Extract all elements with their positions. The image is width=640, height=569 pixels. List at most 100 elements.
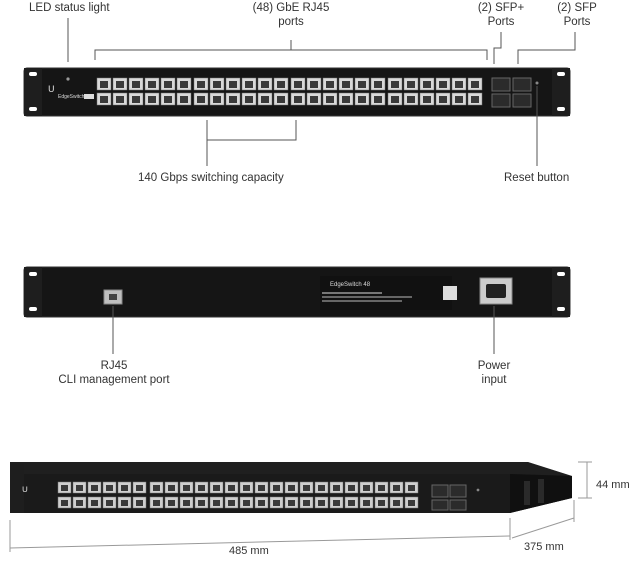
rj45-port-jack (136, 485, 143, 491)
rj45-port-jack (153, 485, 160, 491)
rear-rack-ear-right (552, 267, 570, 317)
front-view: ᑌ EdgeSwitch 48 (23, 67, 571, 117)
sfp-plus-cage-1 (491, 77, 511, 92)
rj45-port-jack (471, 81, 479, 88)
rj45-port-jack (391, 81, 399, 88)
rj45-port-jack (180, 81, 188, 88)
callout-power-input: Power input (477, 360, 511, 386)
rj45-port-jack (455, 81, 463, 88)
rj45-port-jack (393, 485, 400, 491)
rj45-port-jack (273, 485, 280, 491)
side-vent (524, 481, 530, 505)
rj45-port-jack (358, 96, 366, 103)
rj45-port-jack (333, 500, 340, 506)
rj45-port-jack (303, 500, 310, 506)
angled-sfp-cage (431, 484, 449, 498)
ubiquiti-logo-icon: ᑌ (48, 85, 55, 95)
rj45-port-jack (148, 81, 156, 88)
callout-rj45-ports: (48) GbE RJ45 ports (252, 2, 330, 28)
front-rack-ear-left (24, 68, 42, 116)
rj45-port-jack (243, 485, 250, 491)
rj45-port-jack (228, 500, 235, 506)
rack-hole (557, 107, 565, 111)
rack-hole (29, 72, 37, 76)
rj45-port-jack (121, 500, 128, 506)
rj45-port-jack (310, 81, 318, 88)
callout-sfp-plus-ports: (2) SFP+ Ports (477, 2, 525, 28)
rj45-port-jack (378, 500, 385, 506)
rj45-port-jack (164, 81, 172, 88)
rj45-port-jack (273, 500, 280, 506)
sfp-plus-cage-2 (491, 93, 511, 108)
leader-lines (67, 18, 576, 354)
angled-rj45-ports (57, 481, 419, 509)
rj45-port-jack (408, 485, 415, 491)
rj45-port-jack (288, 500, 295, 506)
rj45-port-jack (61, 485, 68, 491)
angled-sfp-cage (449, 499, 467, 511)
power-socket (486, 284, 506, 298)
leader-sfp-plus (493, 32, 502, 64)
rj45-port-jack (228, 485, 235, 491)
rj45-port-jack (261, 81, 269, 88)
rj45-port-jack (455, 96, 463, 103)
rj45-port-jack (164, 96, 172, 103)
rj45-port-jack (198, 500, 205, 506)
rack-hole (557, 272, 565, 276)
rj45-port-jack (116, 81, 124, 88)
rj45-port-jack (180, 96, 188, 103)
rj45-port-jack (342, 81, 350, 88)
rj45-port-jack (245, 81, 253, 88)
rj45-port-jack (198, 485, 205, 491)
front-chassis (23, 67, 571, 117)
sfp-cage-1 (512, 77, 532, 92)
dimension-width: 485 mm (229, 545, 269, 557)
rj45-port-jack (423, 96, 431, 103)
rj45-port-jack (258, 500, 265, 506)
rj45-port-jack (407, 96, 415, 103)
dimension-depth: 375 mm (524, 541, 564, 553)
rj45-port-jack (393, 500, 400, 506)
front-model-badge (84, 94, 94, 99)
rj45-port-jack (374, 96, 382, 103)
angled-chassis-top (10, 462, 572, 476)
dim-depth-line (511, 517, 575, 539)
angled-reset-button (476, 488, 480, 492)
leader-sfp (517, 32, 576, 64)
callout-console-port: RJ45 CLI management port (58, 360, 170, 386)
angled-sfp-cage (431, 499, 449, 511)
angled-sfp-cage (449, 484, 467, 498)
rj45-port-jack (348, 500, 355, 506)
rj45-port-jack (168, 485, 175, 491)
rj45-port-jack (132, 96, 140, 103)
rj45-port-jack (213, 500, 220, 506)
rj45-port-jack (439, 81, 447, 88)
rj45-port-jack (326, 96, 334, 103)
rj45-port-jack (183, 485, 190, 491)
front-rj45-ports (96, 77, 483, 106)
rj45-port-jack (229, 96, 237, 103)
callout-sfp-ports: (2) SFP Ports (557, 2, 597, 28)
rack-hole (29, 307, 37, 311)
console-port-jack (109, 294, 117, 300)
rack-hole (29, 272, 37, 276)
rear-label-line (322, 300, 402, 302)
rj45-port-jack (303, 485, 310, 491)
angled-view: ᑌ (10, 462, 572, 513)
rj45-port-jack (100, 96, 108, 103)
rj45-port-jack (423, 81, 431, 88)
rj45-port-jack (407, 81, 415, 88)
rj45-port-jack (318, 500, 325, 506)
rj45-port-jack (183, 500, 190, 506)
rj45-port-jack (261, 96, 269, 103)
sfp-cage-2 (512, 93, 532, 108)
callout-led-status: LED status light (29, 2, 110, 14)
led-status-light (66, 77, 70, 81)
rj45-port-jack (310, 96, 318, 103)
rj45-port-jack (342, 96, 350, 103)
rj45-port-jack (363, 500, 370, 506)
rj45-port-jack (277, 96, 285, 103)
rj45-port-jack (197, 96, 205, 103)
rj45-port-jack (439, 96, 447, 103)
